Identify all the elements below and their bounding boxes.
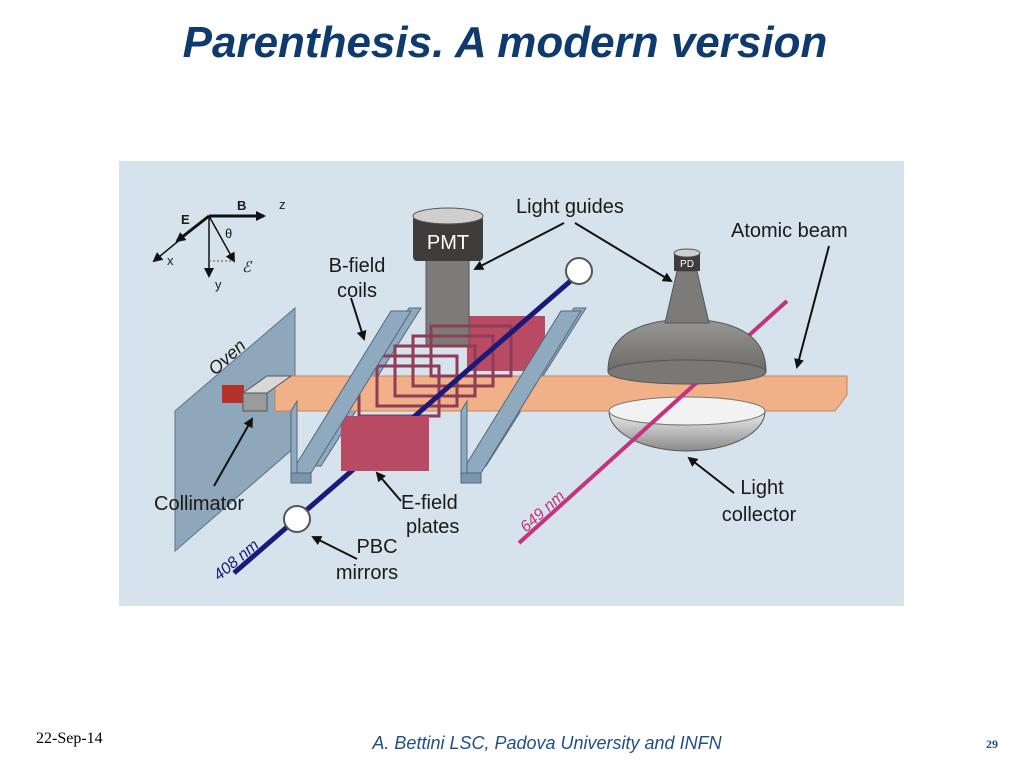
b-field-label-line2: coils [337,280,377,302]
apparatus-svg: E B z x y θ ℰ Oven PMT [119,161,904,606]
footer-date: 22-Sep-14 [36,730,103,747]
callout-arrows [213,222,830,560]
pbc-label-line1: PBC [356,536,397,558]
pbc-mirrors [283,257,593,533]
e-field-plate-front [341,416,429,471]
coil-frames [290,310,582,484]
axis-x-label: x [167,253,174,268]
axis-y-label: y [215,277,222,292]
axis-epsilon-label: ℰ [242,259,253,276]
pmt-label: PMT [427,232,469,254]
pbc-label-line2: mirrors [336,562,398,584]
light-guides-label: Light guides [516,196,624,218]
slide-title: Parenthesis. A modern version [182,18,828,67]
e-field-label-line1: E-field [401,492,458,514]
pd-label: PD [680,259,694,270]
page-number: 29 [986,737,998,751]
coordinate-axes: E B z x y θ ℰ [152,197,286,292]
footer-author: A. Bettini LSC, Padova University and IN… [372,733,722,753]
collimator-label: Collimator [154,493,244,515]
axis-theta-label: θ [225,226,232,241]
collimator [242,392,268,412]
apparatus-diagram: E B z x y θ ℰ Oven PMT [119,161,904,606]
axis-e-label: E [181,212,190,227]
light-collector-label-line1: Light [740,477,784,499]
e-field-label-line2: plates [406,516,459,538]
axis-z-label: z [279,197,286,212]
b-field-label-line1: B-field [329,255,386,277]
axis-b-label: B [237,198,246,213]
photodiode-assembly: PD [607,248,767,385]
atomic-beam-label: Atomic beam [731,220,848,242]
oven-aperture [222,385,244,403]
light-collector-label-line2: collector [722,504,797,526]
pmt: PMT [412,207,484,347]
